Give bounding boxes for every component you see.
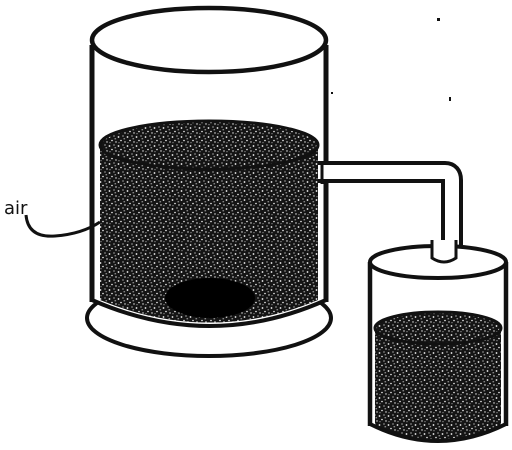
small-beaker-liquid [373,310,503,440]
sediment-mass [165,278,255,318]
scan-specks [331,18,451,101]
air-label: air [4,198,28,219]
air-callout: air [4,198,101,238]
large-jar [89,5,329,328]
large-jar-liquid [98,119,320,323]
large-jar-rim [89,5,329,75]
small-beaker [367,240,509,443]
air-pointer-line [24,214,101,238]
